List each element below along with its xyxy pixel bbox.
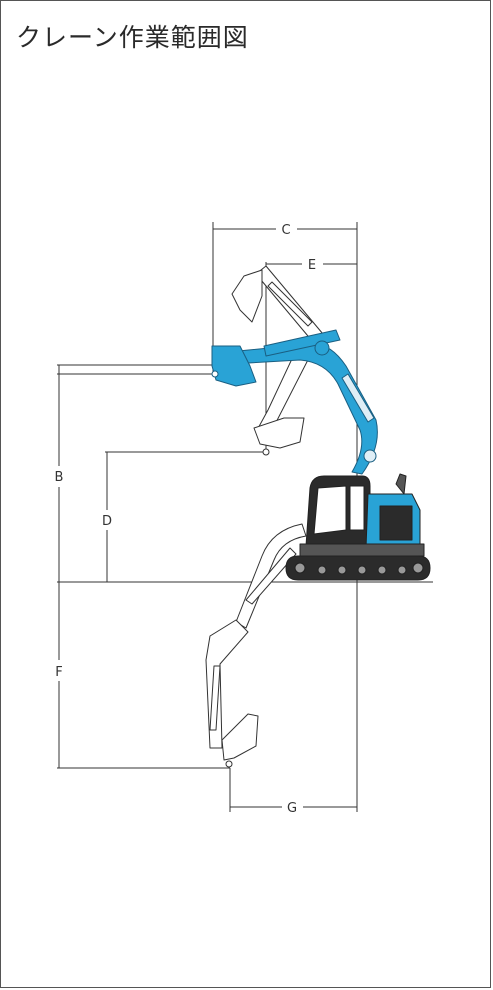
dim-b-label: B [55, 470, 64, 485]
ghost-lowered-arm-cylinder [209, 665, 221, 731]
ghost-raised-cylinder [267, 281, 313, 327]
ghost-lowered-arm [205, 523, 307, 768]
cab-window-front [313, 485, 347, 535]
arm-upper-cylinder [263, 329, 341, 357]
exhaust [395, 473, 407, 495]
ghost-lowered-boom-cylinder [245, 547, 297, 605]
ghost-mid-bucket-pin [262, 448, 270, 456]
engine-panel [379, 505, 413, 541]
dim-f-label: F [55, 665, 62, 680]
ghost-lowered-bucket [221, 713, 259, 761]
excavator-body [285, 473, 431, 581]
dim-e-label: E [308, 258, 316, 273]
page-title: クレーン作業範囲図 [16, 23, 249, 52]
track-rollers [294, 562, 424, 575]
bucket [211, 345, 257, 387]
main-arm [211, 329, 378, 475]
dim-c-label: C [281, 223, 290, 238]
dim-g-label: G [287, 801, 297, 816]
bucket-pin [211, 370, 219, 378]
ghost-raised-bucket [231, 269, 263, 323]
ghost-mid-bucket [253, 417, 305, 449]
cab-window-side [349, 485, 365, 531]
ghost-raised-arm [231, 265, 329, 456]
boom-pivot [314, 340, 330, 356]
boom-cylinder [341, 373, 375, 423]
dim-d-label: D [102, 514, 112, 529]
boom-foot-pivot [363, 449, 377, 463]
ghost-lowered-bucket-pin [225, 760, 233, 768]
upper-frame [299, 543, 425, 557]
